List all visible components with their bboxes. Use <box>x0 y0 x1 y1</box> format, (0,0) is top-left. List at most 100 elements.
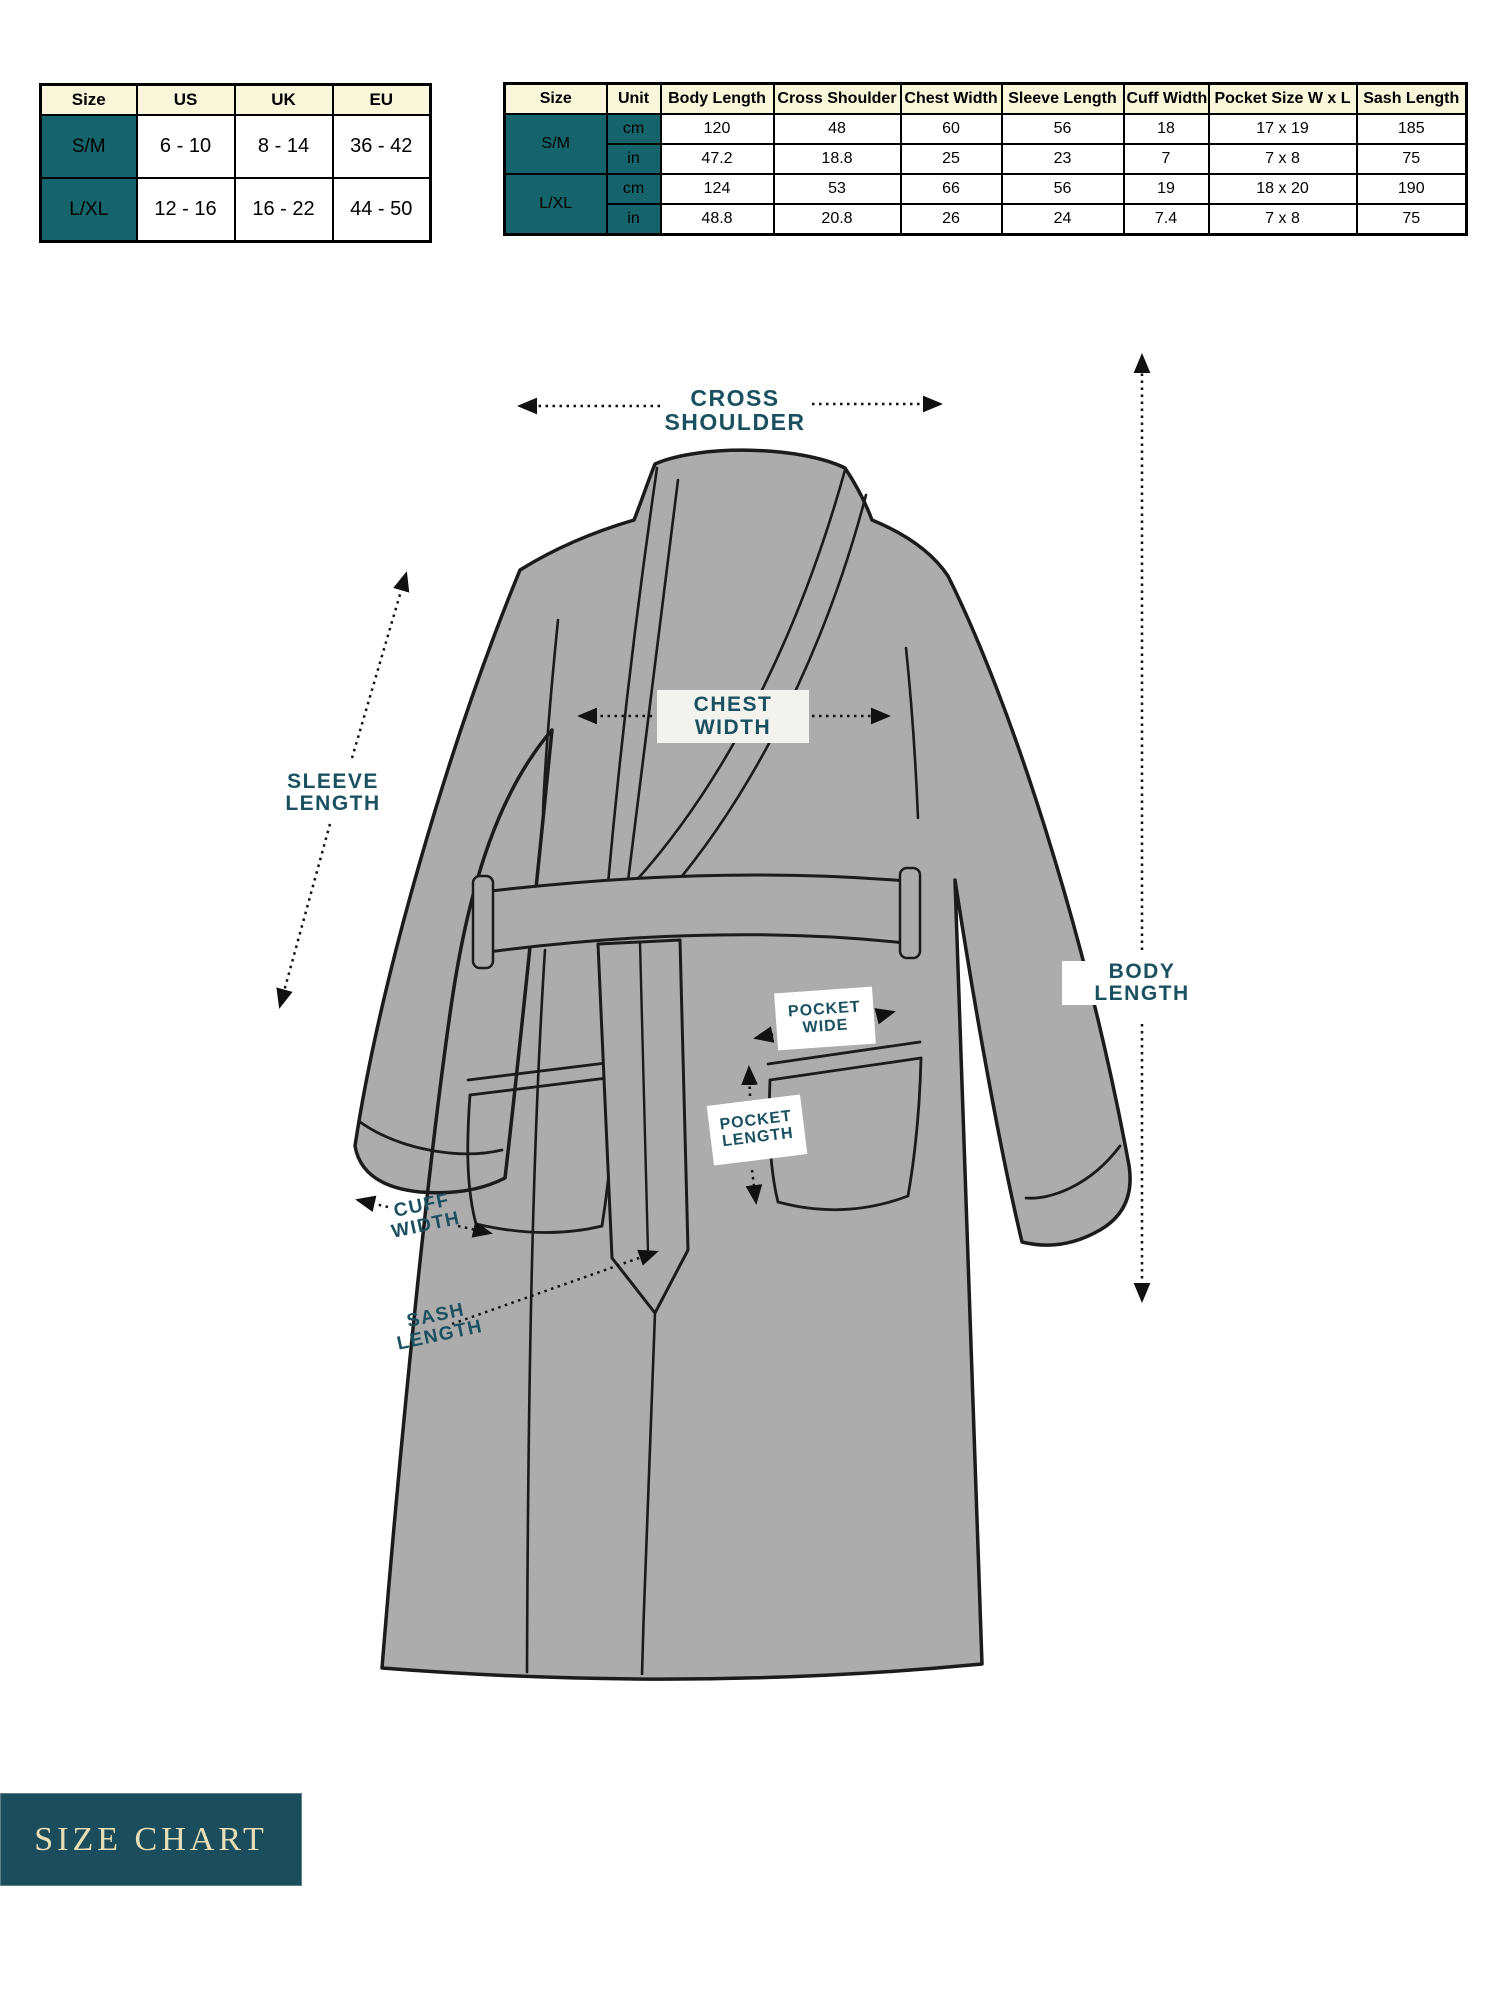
size-chart-banner-label: SIZE CHART <box>34 1820 268 1858</box>
table-cell: 18 x 20 <box>1207 173 1358 205</box>
pocket-length-arrow-top <box>741 1065 759 1097</box>
col-header-sash-length: Sash Length <box>1355 82 1468 115</box>
table-row: in 47.2 18.8 25 23 7 7 x 8 75 <box>505 143 1468 175</box>
table-cell: 60 <box>899 113 1003 145</box>
col-header-eu: EU <box>331 83 432 116</box>
table-cell: 44 - 50 <box>331 177 432 243</box>
table-header-row: Size US UK EU <box>39 83 432 116</box>
table-cell: 48.8 <box>659 203 775 236</box>
table-cell: 75 <box>1355 203 1468 236</box>
table-cell: 23 <box>1000 143 1125 175</box>
col-header-cross-shoulder: Cross Shoulder <box>772 82 902 115</box>
col-header-size: Size <box>503 82 608 115</box>
lapel-left-outer <box>605 466 659 897</box>
pocket-wide-label: POCKET WIDE <box>774 986 876 1051</box>
cuff-width-arrow-right <box>457 1221 493 1238</box>
table-cell: 53 <box>772 173 902 205</box>
cross-shoulder-label: CROSS SHOULDER <box>635 386 835 434</box>
col-header-body-length: Body Length <box>659 82 775 115</box>
table-row: S/M cm 120 48 60 56 18 17 x 19 185 <box>503 113 1468 175</box>
table-cell: 36 - 42 <box>331 114 432 179</box>
size-cell: S/M <box>39 114 138 179</box>
body-length-label-line1: BODY <box>1108 960 1176 983</box>
table-cell: 7 x 8 <box>1207 203 1358 236</box>
sash <box>596 938 690 1676</box>
belt-loop-left <box>471 874 495 970</box>
sash-length-arrow <box>451 1249 659 1326</box>
center-front-edge <box>640 1312 657 1676</box>
table-cell: 18 <box>1122 113 1210 145</box>
cuff-width-arrow-left <box>355 1195 389 1213</box>
table-cell: 66 <box>899 173 1003 205</box>
col-header-us: US <box>135 83 236 116</box>
table-cell: 56 <box>1000 173 1125 205</box>
table-cell: 124 <box>659 173 775 205</box>
table-cell: 19 <box>1122 173 1210 205</box>
table-cell: 7 x 8 <box>1207 143 1358 175</box>
lapel-left-inner <box>623 478 680 907</box>
pocket-length-label: POCKET LENGTH <box>706 1094 808 1166</box>
left-arm-seam <box>541 618 560 814</box>
table-cell: 75 <box>1355 143 1468 175</box>
left-cuff-seam <box>358 1120 504 1156</box>
table-row: in 48.8 20.8 26 24 7.4 7 x 8 75 <box>505 203 1468 236</box>
chest-width-label-line1: CHEST <box>693 693 773 717</box>
table-cell: 190 <box>1355 173 1468 205</box>
international-size-table: Size US UK EU S/M 6 - 10 8 - 14 36 - 42 … <box>39 83 432 243</box>
cross-shoulder-label-line2: SHOULDER <box>664 409 806 436</box>
belt <box>471 866 922 970</box>
sleeve-length-arrow-bottom <box>276 823 332 1009</box>
col-header-size: Size <box>39 83 138 116</box>
size-cell: L/XL <box>503 173 608 236</box>
table-cell: 120 <box>659 113 775 145</box>
table-cell: 56 <box>1000 113 1125 145</box>
right-arm-seam <box>904 646 920 820</box>
pocket-length-arrow-bottom <box>745 1169 763 1205</box>
col-header-pocket-size: Pocket Size W x L <box>1207 82 1358 115</box>
table-row: L/XL cm 124 53 66 56 19 18 x 20 190 <box>503 173 1468 236</box>
robe-body <box>353 448 1132 1681</box>
sleeve-length-arrow-top <box>350 571 410 759</box>
table-row: S/M 6 - 10 8 - 14 36 - 42 <box>39 114 432 179</box>
unit-cell: in <box>605 203 662 236</box>
table-cell: 26 <box>899 203 1003 236</box>
table-header-row: Size Unit Body Length Cross Shoulder Che… <box>503 82 1468 115</box>
size-cell: S/M <box>503 113 608 175</box>
table-cell: 48 <box>772 113 902 145</box>
table-cell: 8 - 14 <box>233 114 334 179</box>
table-cell: 24 <box>1000 203 1125 236</box>
table-cell: 7 <box>1122 143 1210 175</box>
cuff-seams <box>358 1120 1122 1200</box>
sleeve-length-label-line2: LENGTH <box>285 792 381 816</box>
chest-width-label-line2: WIDTH <box>694 715 772 739</box>
table-cell: 6 - 10 <box>135 114 236 179</box>
table-cell: 18.8 <box>772 143 902 175</box>
table-cell: 12 - 16 <box>135 177 236 243</box>
measurement-arrows <box>276 353 1151 1326</box>
sleeve-length-label-line1: SLEEVE <box>287 770 379 793</box>
unit-cell: cm <box>605 173 662 205</box>
belt-loop-right <box>898 866 922 960</box>
size-chart-banner: SIZE CHART <box>0 1793 302 1886</box>
sleeve-length-label: SLEEVE LENGTH <box>253 770 413 816</box>
table-cell: 25 <box>899 143 1003 175</box>
table-cell: 7.4 <box>1122 203 1210 236</box>
table-cell: 47.2 <box>659 143 775 175</box>
body-length-label-line2: LENGTH <box>1094 982 1190 1006</box>
chest-width-label: CHEST WIDTH <box>657 690 809 743</box>
right-cuff-seam <box>1024 1144 1122 1200</box>
table-cell: 20.8 <box>772 203 902 236</box>
col-header-cuff-width: Cuff Width <box>1122 82 1210 115</box>
unit-cell: in <box>605 143 662 175</box>
table-row: L/XL 12 - 16 16 - 22 44 - 50 <box>39 177 432 243</box>
body-length-label: BODY LENGTH <box>1062 960 1222 1006</box>
table-cell: 16 - 22 <box>233 177 334 243</box>
size-cell: L/XL <box>39 177 138 243</box>
measurement-table: Size Unit Body Length Cross Shoulder Che… <box>503 82 1468 236</box>
table-cell: 17 x 19 <box>1207 113 1358 145</box>
skirt-front-edge <box>525 948 547 1674</box>
unit-cell: cm <box>605 113 662 145</box>
col-header-unit: Unit <box>605 82 662 115</box>
